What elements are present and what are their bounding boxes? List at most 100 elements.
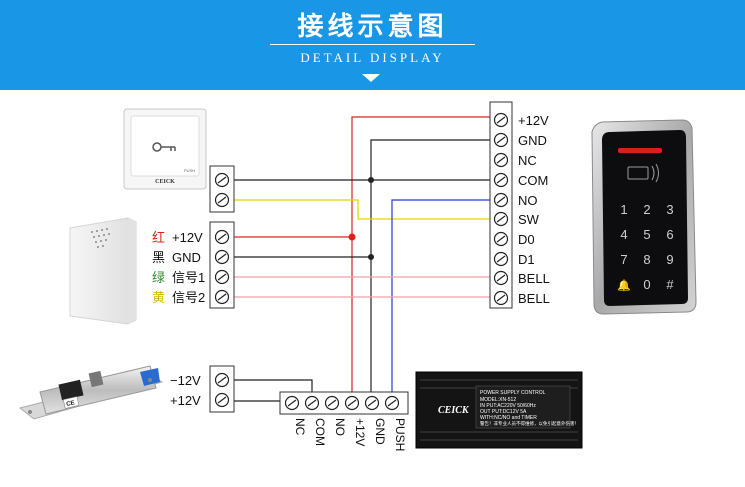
doorbell-color-note: 绿: [152, 270, 165, 285]
keypad-terminal-label: SW: [518, 212, 540, 227]
keypad-key[interactable]: 2: [643, 202, 650, 217]
screw-icon: [493, 251, 509, 267]
electric-bolt-lock: CE: [18, 365, 164, 420]
keypad-key[interactable]: #: [666, 277, 674, 292]
exit-button-push-text: PUSH: [184, 168, 195, 173]
doorbell-terminal-label: 信号2: [172, 290, 205, 305]
status-led: [618, 148, 662, 153]
doorbell-color-note: 黑: [152, 250, 165, 265]
wire-blue-push: [391, 199, 500, 402]
wire-yellow-sw: [224, 199, 500, 220]
doorbell: [69, 217, 137, 325]
keypad-screws: [493, 112, 509, 306]
doorbell-terminal-block: 红 黑 绿 黄 +12V GND 信号1 信号2: [152, 221, 235, 309]
keypad-terminal-label: NC: [518, 153, 537, 168]
screw-icon: [214, 229, 230, 245]
doorbell-terminal-label: 信号1: [172, 270, 205, 285]
power-supply-brand: CEICK: [438, 405, 470, 416]
junction-red: [348, 233, 356, 241]
screw-icon: [324, 395, 340, 411]
page-title: 接线示意图: [297, 12, 448, 42]
power-terminal-label: +12V: [353, 418, 367, 446]
screw-icon: [493, 211, 509, 227]
power-supply-warning: 警告！非专业人员不得维修，以免引起意外伤害！: [480, 420, 579, 427]
wire-black-gnd: [370, 139, 500, 402]
keypad-terminal-label: GND: [518, 133, 547, 148]
power-supply-output: OUT PUT:DC12V 5A: [480, 409, 527, 415]
wires: [224, 116, 500, 402]
screw-icon: [493, 132, 509, 148]
doorbell-color-note: 黄: [152, 290, 165, 305]
keypad-terminal-block: +12V GND NC COM NO SW D0 D1 BELL BELL: [489, 101, 550, 309]
speaker-grille-icon: [91, 228, 110, 248]
keypad-terminal-label: +12V: [518, 113, 549, 128]
power-terminal-label: NO: [333, 418, 347, 436]
power-terminal-label: PUSH: [393, 418, 407, 451]
header-divider: [270, 44, 475, 45]
keypad-key[interactable]: 5: [643, 227, 650, 242]
header-banner: 接线示意图 DETAIL DISPLAY: [0, 0, 745, 90]
screw-icon: [384, 395, 400, 411]
screw-icon: [364, 395, 380, 411]
screw-icon: [493, 192, 509, 208]
keypad-key[interactable]: 8: [643, 252, 650, 267]
screw-icon: [304, 395, 320, 411]
lock-terminal-block: −12V +12V: [170, 365, 235, 413]
power-terminal-label: COM: [313, 418, 327, 446]
keypad-terminal-label: D1: [518, 252, 535, 267]
screw-icon: [493, 290, 509, 306]
screw-icon: [214, 192, 230, 208]
screw-icon: [214, 269, 230, 285]
keypad-key[interactable]: 0: [643, 277, 650, 292]
exit-button-terminal-block: [209, 165, 235, 213]
screw-icon: [214, 372, 230, 388]
keypad-terminal-label: NO: [518, 193, 538, 208]
wire-red-12v: [351, 116, 500, 402]
screw-icon: [493, 231, 509, 247]
screw-icon: [214, 289, 230, 305]
screw-icon: [493, 270, 509, 286]
keypad-terminal-label: BELL: [518, 291, 550, 306]
doorbell-terminal-label: +12V: [172, 230, 203, 245]
keypad-terminal-label: COM: [518, 173, 548, 188]
keypad-key[interactable]: 6: [666, 227, 673, 242]
screw-icon: [493, 112, 509, 128]
power-terminal-label: GND: [373, 418, 387, 445]
down-arrow-icon: [362, 74, 380, 82]
screw-icon: [493, 152, 509, 168]
access-keypad: 1 2 3 4 5 6 7 8 9 🔔 0 #: [591, 119, 697, 315]
keypad-terminal-label: D0: [518, 232, 535, 247]
junction-com: [368, 177, 374, 183]
card-reader-icon: [627, 163, 659, 183]
doorbell-color-note: 红: [152, 230, 165, 245]
keypad-key[interactable]: 4: [620, 227, 627, 242]
junction-gnd: [368, 254, 374, 260]
page-subtitle: DETAIL DISPLAY: [300, 50, 445, 65]
power-supply-model: MODEL:XN-512: [480, 397, 516, 403]
bell-icon[interactable]: 🔔: [617, 279, 631, 292]
screw-icon: [214, 392, 230, 408]
keypad-key[interactable]: 3: [666, 202, 673, 217]
ce-mark: CE: [66, 400, 75, 408]
lock-terminal-label: −12V: [170, 373, 201, 388]
screw-icon: [214, 172, 230, 188]
exit-button: PUSH CEICK: [123, 108, 207, 190]
keypad-keys: 1 2 3 4 5 6 7 8 9 🔔 0 #: [617, 202, 674, 292]
keypad-key[interactable]: 7: [620, 252, 627, 267]
power-supply-input: IN PUT:AC220V 50/60Hz: [480, 403, 536, 409]
keypad-key[interactable]: 1: [620, 202, 627, 217]
screw-icon: [344, 395, 360, 411]
keypad-terminal-label: BELL: [518, 271, 550, 286]
lock-terminal-label: +12V: [170, 393, 201, 408]
screw-icon: [284, 395, 300, 411]
power-terminal-label: NC: [293, 418, 307, 436]
keypad-key[interactable]: 9: [666, 252, 673, 267]
power-terminal-strip: NC COM NO +12V GND PUSH: [279, 391, 409, 451]
power-supply-label-title: POWER SUPPLY CONTROL: [480, 390, 546, 396]
screw-icon: [214, 249, 230, 265]
exit-button-brand: CEICK: [155, 179, 175, 185]
power-supply: CEICK POWER SUPPLY CONTROL MODEL:XN-512 …: [415, 371, 583, 449]
power-supply-features: WITH:NC/NO and TIMER: [480, 415, 537, 421]
